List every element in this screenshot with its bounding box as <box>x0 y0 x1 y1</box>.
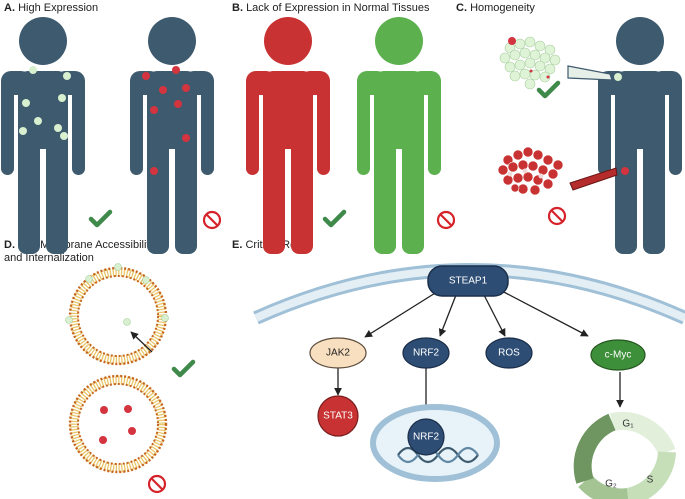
red-cell-cluster <box>497 146 564 196</box>
no-sign-icon <box>202 210 222 230</box>
biopsy-site-green <box>614 73 622 81</box>
no-sign-icon <box>547 206 567 226</box>
panel-a-text: High Expression <box>18 2 99 14</box>
panel-e-letter: E. <box>232 239 243 251</box>
no-sign-icon <box>147 474 167 494</box>
green-markers <box>19 66 71 140</box>
panel-b-letter: B. <box>232 2 243 14</box>
ros-label: ROS <box>498 348 520 359</box>
panel-d-text-2: and Internalization <box>4 252 94 264</box>
nrf2-node: NRF2 <box>402 337 450 369</box>
stat3-label: STAT3 <box>323 411 353 422</box>
human-silhouette-red-icon <box>246 17 330 254</box>
m-label: M <box>592 461 600 472</box>
membrane-cell-red <box>68 374 168 474</box>
cmyc-node: c-Myc <box>590 339 646 371</box>
red-markers <box>142 66 190 175</box>
panel-a-title: A. High Expression <box>4 2 98 15</box>
biopsy-site-red <box>621 167 629 175</box>
panel-b-text: Lack of Expression in Normal Tissues <box>246 2 430 14</box>
sparse-light-dots <box>507 168 544 179</box>
panel-a-figure-2 <box>130 17 214 254</box>
stat3-node: STAT3 <box>317 395 359 437</box>
panel-a-figure-1 <box>1 17 85 254</box>
check-icon <box>539 83 558 96</box>
g2-label: G₂ <box>605 479 617 490</box>
human-silhouette-icon <box>1 17 85 254</box>
needle-red-icon <box>569 167 618 191</box>
panel-a-letter: A. <box>4 2 15 14</box>
green-cell-cluster <box>499 36 561 90</box>
nrf2-label: NRF2 <box>413 348 440 359</box>
check-icon <box>325 212 344 225</box>
g2-phase <box>578 474 629 499</box>
nrf2-nucleus-label: NRF2 <box>413 432 440 443</box>
g1-label: G₁ <box>622 419 634 430</box>
human-silhouette-icon <box>598 17 682 254</box>
nucleus: NRF2 <box>370 404 500 482</box>
cmyc-label: c-Myc <box>605 350 632 361</box>
human-silhouette-icon <box>130 17 214 254</box>
s-phase <box>625 451 676 499</box>
needle-green-icon <box>567 65 613 81</box>
m-phase <box>573 413 616 484</box>
no-sign-icon <box>436 210 456 230</box>
check-icon <box>91 212 110 225</box>
jak2-node: JAK2 <box>309 337 367 369</box>
nrf2-nucleus-node <box>407 418 445 456</box>
intracellular-markers <box>99 405 136 444</box>
membrane-cell-green <box>68 266 168 366</box>
s-label: S <box>647 475 654 486</box>
red-cell <box>508 37 516 45</box>
g1-phase <box>610 411 676 456</box>
panel-d-letter: D. <box>4 239 15 251</box>
sparse-red-dots <box>529 69 550 79</box>
cell-cycle-ring: G₁ S G₂ M <box>573 411 676 499</box>
internalization-arrow <box>130 331 153 353</box>
panel-c-text: Homogeneity <box>470 2 535 14</box>
jak2-label: JAK2 <box>326 348 350 359</box>
panel-c-letter: C. <box>456 2 467 14</box>
steap1-node: STEAP1 <box>427 265 509 297</box>
human-silhouette-green-icon <box>357 17 441 254</box>
ros-node: ROS <box>485 337 533 369</box>
panel-c-title: C. Homogeneity <box>456 2 535 15</box>
surface-antigens <box>65 263 169 326</box>
steap1-label: STEAP1 <box>449 276 488 287</box>
panel-b-title: B. Lack of Expression in Normal Tissues <box>232 2 429 15</box>
check-icon <box>174 362 193 375</box>
arrows <box>334 289 624 418</box>
